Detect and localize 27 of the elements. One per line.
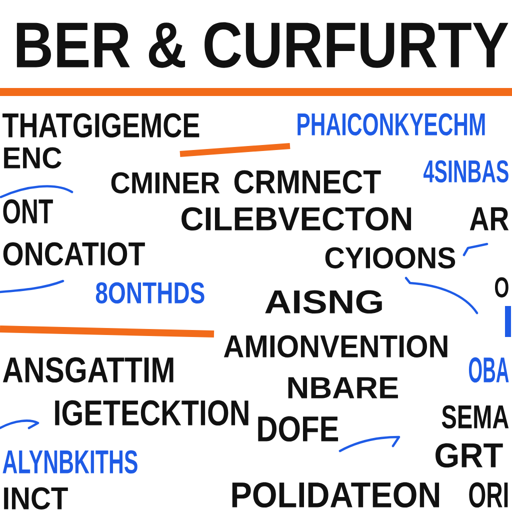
word-label: AR xyxy=(470,207,509,230)
word-label: THATGIGEMCE xyxy=(2,113,200,138)
word-label: 8ONTHDS xyxy=(96,282,204,304)
word-label: SEMA xyxy=(442,405,509,429)
word-label: NBARE xyxy=(288,377,398,398)
word-label: OBA xyxy=(468,357,509,383)
word-label: ALYNBKITHS xyxy=(2,450,138,474)
word-label: AMIONVENTION xyxy=(224,335,448,358)
word-label: ENC xyxy=(4,147,62,168)
word-label: ONCATIOT xyxy=(3,242,145,266)
word-label: ONT xyxy=(3,199,53,224)
word-label: CMINER xyxy=(111,172,220,194)
word-label: AISNG xyxy=(265,290,382,314)
word-label: POLIDATEON xyxy=(232,482,440,508)
word-label: DOFE xyxy=(258,416,338,442)
word-label: CRMNECT xyxy=(234,170,381,194)
word-label: CYIOONS xyxy=(325,247,456,268)
title: BER & CURFURTY xyxy=(16,22,508,68)
word-label: ORI xyxy=(469,482,508,508)
word-label: ANSGATTIM xyxy=(2,357,174,383)
word-label: PHAICONKYECHM xyxy=(298,113,485,136)
word-label: CILEBVECTON xyxy=(182,207,412,231)
word-label: O xyxy=(495,277,508,298)
word-label: INCT xyxy=(4,487,68,510)
word-label: 4SINBAS xyxy=(424,160,508,183)
word-label: GRT xyxy=(436,443,503,468)
word-label: IGETECKTION xyxy=(55,400,248,426)
